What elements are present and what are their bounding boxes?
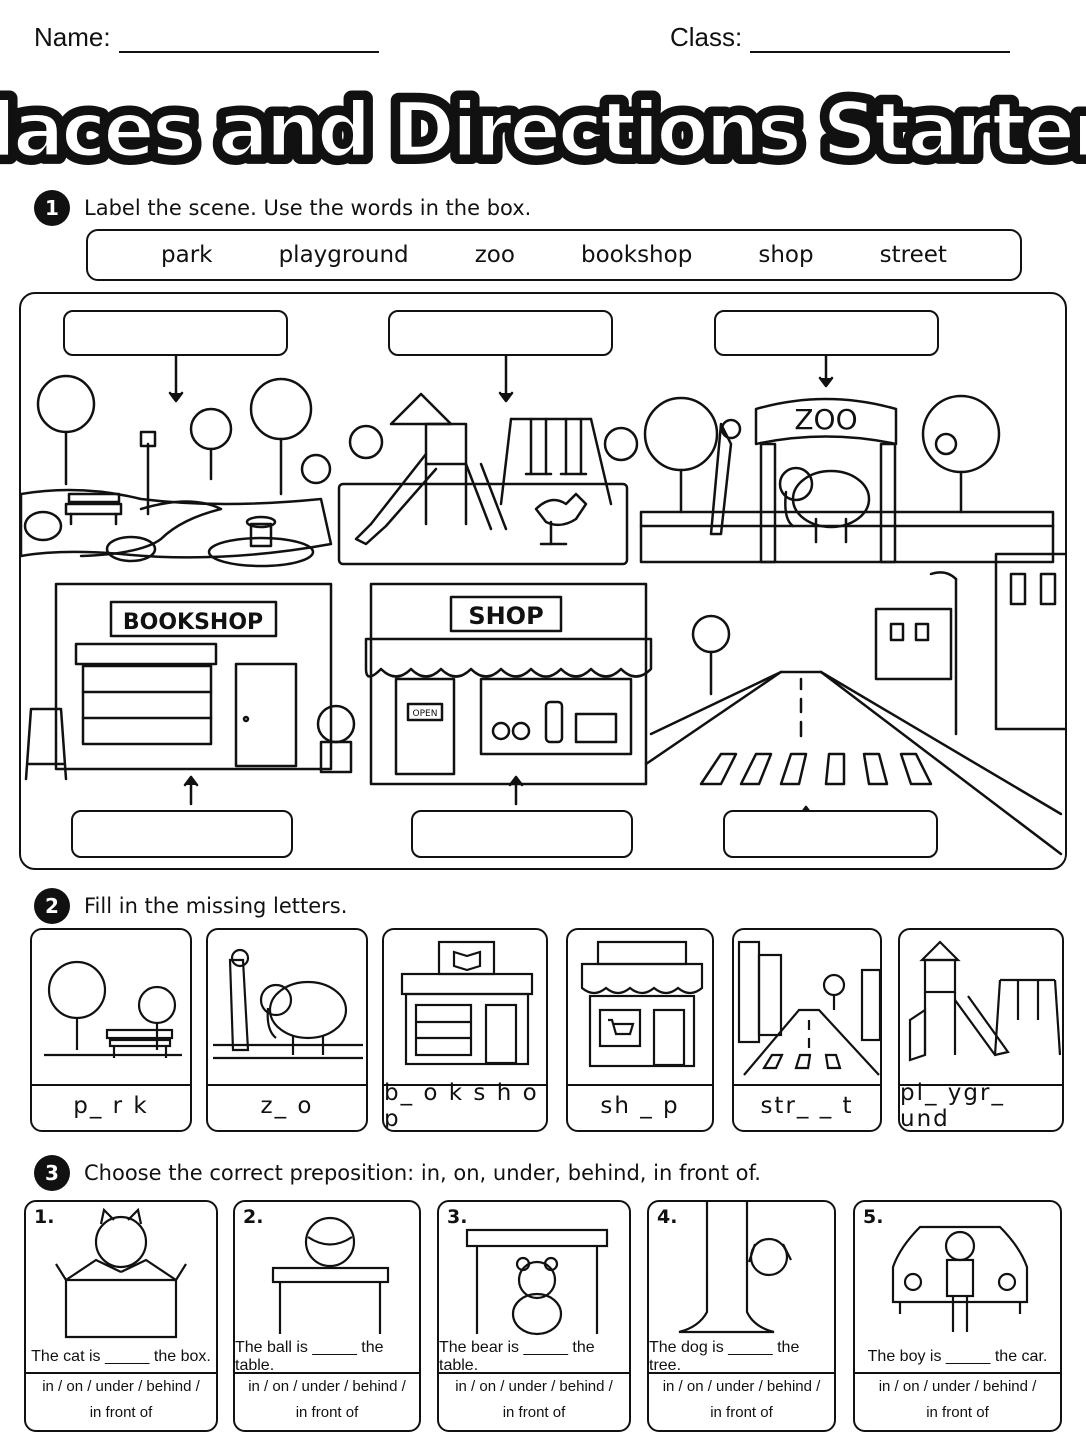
preposition-options: in / on / under / behind / in front of bbox=[653, 1374, 830, 1430]
ball-on-table-icon bbox=[271, 1216, 390, 1334]
page-title: Places and Directions Starters Places an… bbox=[0, 77, 1086, 178]
preposition-sentence: The cat is _____ the box. bbox=[26, 1342, 216, 1374]
scene-illustration: ZOO BOOKSHOP SHOP bbox=[19, 292, 1067, 870]
svg-text:BOOKSHOP: BOOKSHOP bbox=[123, 610, 263, 635]
word-bank-item: street bbox=[879, 242, 947, 268]
svg-text:Places and Directions Starters: Places and Directions Starters bbox=[0, 85, 1086, 174]
card-park: p_ r k bbox=[30, 928, 192, 1132]
word-bank-item: shop bbox=[758, 242, 814, 268]
bookshop-icon bbox=[384, 940, 546, 1086]
label-box-playground[interactable] bbox=[388, 310, 613, 356]
preposition-sentence: The dog is _____ the tree. bbox=[649, 1339, 834, 1374]
section-2-instruction: Fill in the missing letters. bbox=[84, 894, 348, 918]
missing-letters-word: str_ _ t bbox=[760, 1093, 854, 1119]
options-line-1: in / on / under / behind / bbox=[662, 1378, 821, 1395]
options-line-1: in / on / under / behind / bbox=[248, 1378, 406, 1395]
class-field: Class: bbox=[670, 22, 1011, 53]
street-illustration bbox=[644, 552, 1065, 856]
options-line-1: in / on / under / behind / bbox=[42, 1378, 200, 1395]
section-2-heading: 2 Fill in the missing letters. bbox=[34, 888, 347, 924]
section-1-heading: 1 Label the scene. Use the words in the … bbox=[34, 190, 531, 226]
zoo-illustration: ZOO bbox=[639, 394, 1055, 564]
playground-illustration bbox=[337, 392, 639, 566]
svg-text:OPEN: OPEN bbox=[413, 709, 438, 719]
missing-letters-word: sh _ p bbox=[600, 1093, 680, 1119]
word-bank-item: bookshop bbox=[581, 242, 693, 268]
park-illustration bbox=[21, 374, 333, 568]
bookshop-illustration: BOOKSHOP bbox=[24, 582, 356, 806]
options-line-2: in front of bbox=[89, 1404, 153, 1421]
missing-letters-word: b_ o k s h o p bbox=[384, 1080, 539, 1132]
missing-letters-word: pl_ ygr_ und bbox=[900, 1080, 1005, 1132]
playground-icon bbox=[900, 940, 1062, 1086]
card-shop: sh _ p bbox=[566, 928, 714, 1132]
item-number: 5. bbox=[863, 1206, 884, 1228]
word-bank-item: zoo bbox=[474, 242, 515, 268]
preposition-sentence: The bear is _____ the table. bbox=[439, 1339, 629, 1374]
options-line-2: in front of bbox=[295, 1404, 359, 1421]
park-icon bbox=[32, 960, 190, 1086]
svg-text:Places and Directions Starters: Places and Directions Starters bbox=[0, 85, 1086, 174]
item-number: 4. bbox=[657, 1206, 678, 1228]
boy-in-front-of-car-icon bbox=[891, 1225, 1029, 1332]
item-number: 3. bbox=[447, 1206, 468, 1228]
label-box-zoo[interactable] bbox=[714, 310, 939, 356]
cat-in-box-icon bbox=[55, 1207, 187, 1339]
dog-behind-tree-icon bbox=[678, 1202, 792, 1334]
preposition-card-1: 1. The cat is _____ the box. in / on / u… bbox=[24, 1200, 218, 1432]
section-3-instruction: Choose the correct preposition: in, on, … bbox=[84, 1161, 761, 1185]
section-1-number: 1 bbox=[34, 190, 70, 226]
card-playground: pl_ ygr_ und bbox=[898, 928, 1064, 1132]
preposition-card-5: 5. The boy is _____ the car. in / on / u… bbox=[853, 1200, 1062, 1432]
section-3-number: 3 bbox=[34, 1155, 70, 1191]
label-box-street[interactable] bbox=[723, 810, 938, 858]
options-line-1: in / on / under / behind / bbox=[878, 1378, 1037, 1395]
svg-text:ZOO: ZOO bbox=[794, 403, 857, 436]
section-1-instruction: Label the scene. Use the words in the bo… bbox=[84, 196, 532, 220]
options-line-2: in front of bbox=[502, 1404, 566, 1421]
section-2-number: 2 bbox=[34, 888, 70, 924]
street-icon bbox=[734, 940, 880, 1086]
preposition-options: in / on / under / behind / in front of bbox=[239, 1374, 415, 1430]
label-box-park[interactable] bbox=[63, 310, 288, 356]
preposition-options: in / on / under / behind / in front of bbox=[30, 1374, 212, 1430]
preposition-card-4: 4. The dog is _____ the tree. in / on / … bbox=[647, 1200, 836, 1432]
card-street: str_ _ t bbox=[732, 928, 882, 1132]
preposition-options: in / on / under / behind / in front of bbox=[859, 1374, 1056, 1430]
preposition-sentence: The boy is _____ the car. bbox=[855, 1342, 1060, 1374]
fill-letters-cards: p_ r k z_ o b_ o k s h o p sh _ p bbox=[30, 928, 1064, 1134]
card-zoo: z_ o bbox=[206, 928, 368, 1132]
word-bank: park playground zoo bookshop shop street bbox=[86, 229, 1022, 281]
section-3-heading: 3 Choose the correct preposition: in, on… bbox=[34, 1155, 761, 1191]
name-line[interactable] bbox=[118, 27, 379, 53]
preposition-sentence: The ball is _____ the table. bbox=[235, 1339, 419, 1374]
preposition-card-2: 2. The ball is _____ the table. in / on … bbox=[233, 1200, 421, 1432]
word-bank-item: park bbox=[161, 242, 213, 268]
word-bank-item: playground bbox=[278, 242, 409, 268]
item-number: 2. bbox=[243, 1206, 264, 1228]
preposition-card-3: 3. The bear is _____ the table. in / on … bbox=[437, 1200, 631, 1432]
class-line[interactable] bbox=[750, 27, 1011, 53]
shop-icon bbox=[568, 940, 712, 1086]
card-bookshop: b_ o k s h o p bbox=[382, 928, 548, 1132]
name-label: Name: bbox=[34, 22, 111, 52]
missing-letters-word: p_ r k bbox=[73, 1093, 149, 1119]
missing-letters-word: z_ o bbox=[260, 1093, 314, 1119]
name-field: Name: bbox=[34, 22, 379, 53]
label-box-shop[interactable] bbox=[411, 810, 633, 858]
options-line-2: in front of bbox=[710, 1404, 773, 1421]
zoo-icon bbox=[208, 948, 366, 1086]
options-line-1: in / on / under / behind / bbox=[455, 1378, 613, 1395]
bear-under-table-icon bbox=[465, 1228, 609, 1336]
label-box-bookshop[interactable] bbox=[71, 810, 293, 858]
item-number: 1. bbox=[34, 1206, 55, 1228]
svg-text:SHOP: SHOP bbox=[468, 602, 543, 630]
shop-illustration: SHOP OPEN bbox=[364, 582, 653, 806]
class-label: Class: bbox=[670, 22, 743, 52]
options-line-2: in front of bbox=[926, 1404, 989, 1421]
preposition-options: in / on / under / behind / in front of bbox=[443, 1374, 625, 1430]
